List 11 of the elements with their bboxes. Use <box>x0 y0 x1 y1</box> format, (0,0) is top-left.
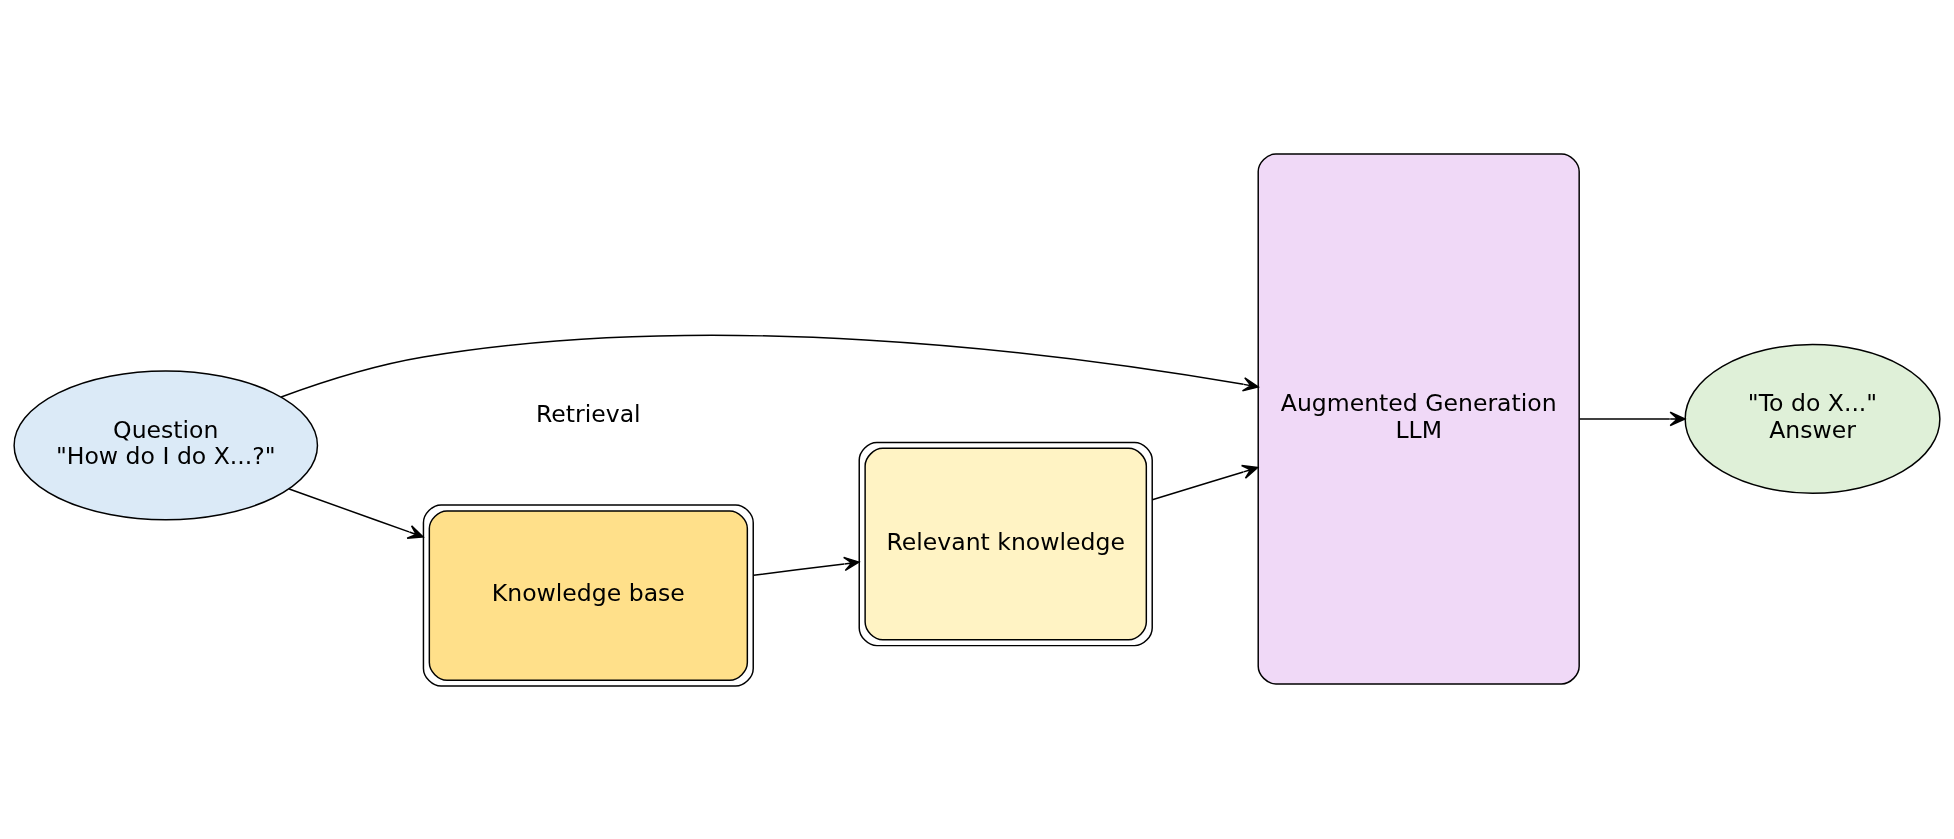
arrow <box>752 556 860 576</box>
node-box: Knowledge base <box>422 503 754 687</box>
arrow <box>1578 411 1686 426</box>
node-ellipse: "To do X..." Answer <box>1684 343 1941 494</box>
node-box: Augmented Generation LLM <box>1257 152 1580 685</box>
node-box: Relevant knowledge <box>858 441 1153 646</box>
arrow <box>288 487 424 539</box>
node-ellipse: Question "How do I do X...?" <box>13 369 319 520</box>
label: Retrieval <box>536 399 641 428</box>
arrow <box>1151 464 1259 500</box>
arrow <box>280 334 1259 398</box>
